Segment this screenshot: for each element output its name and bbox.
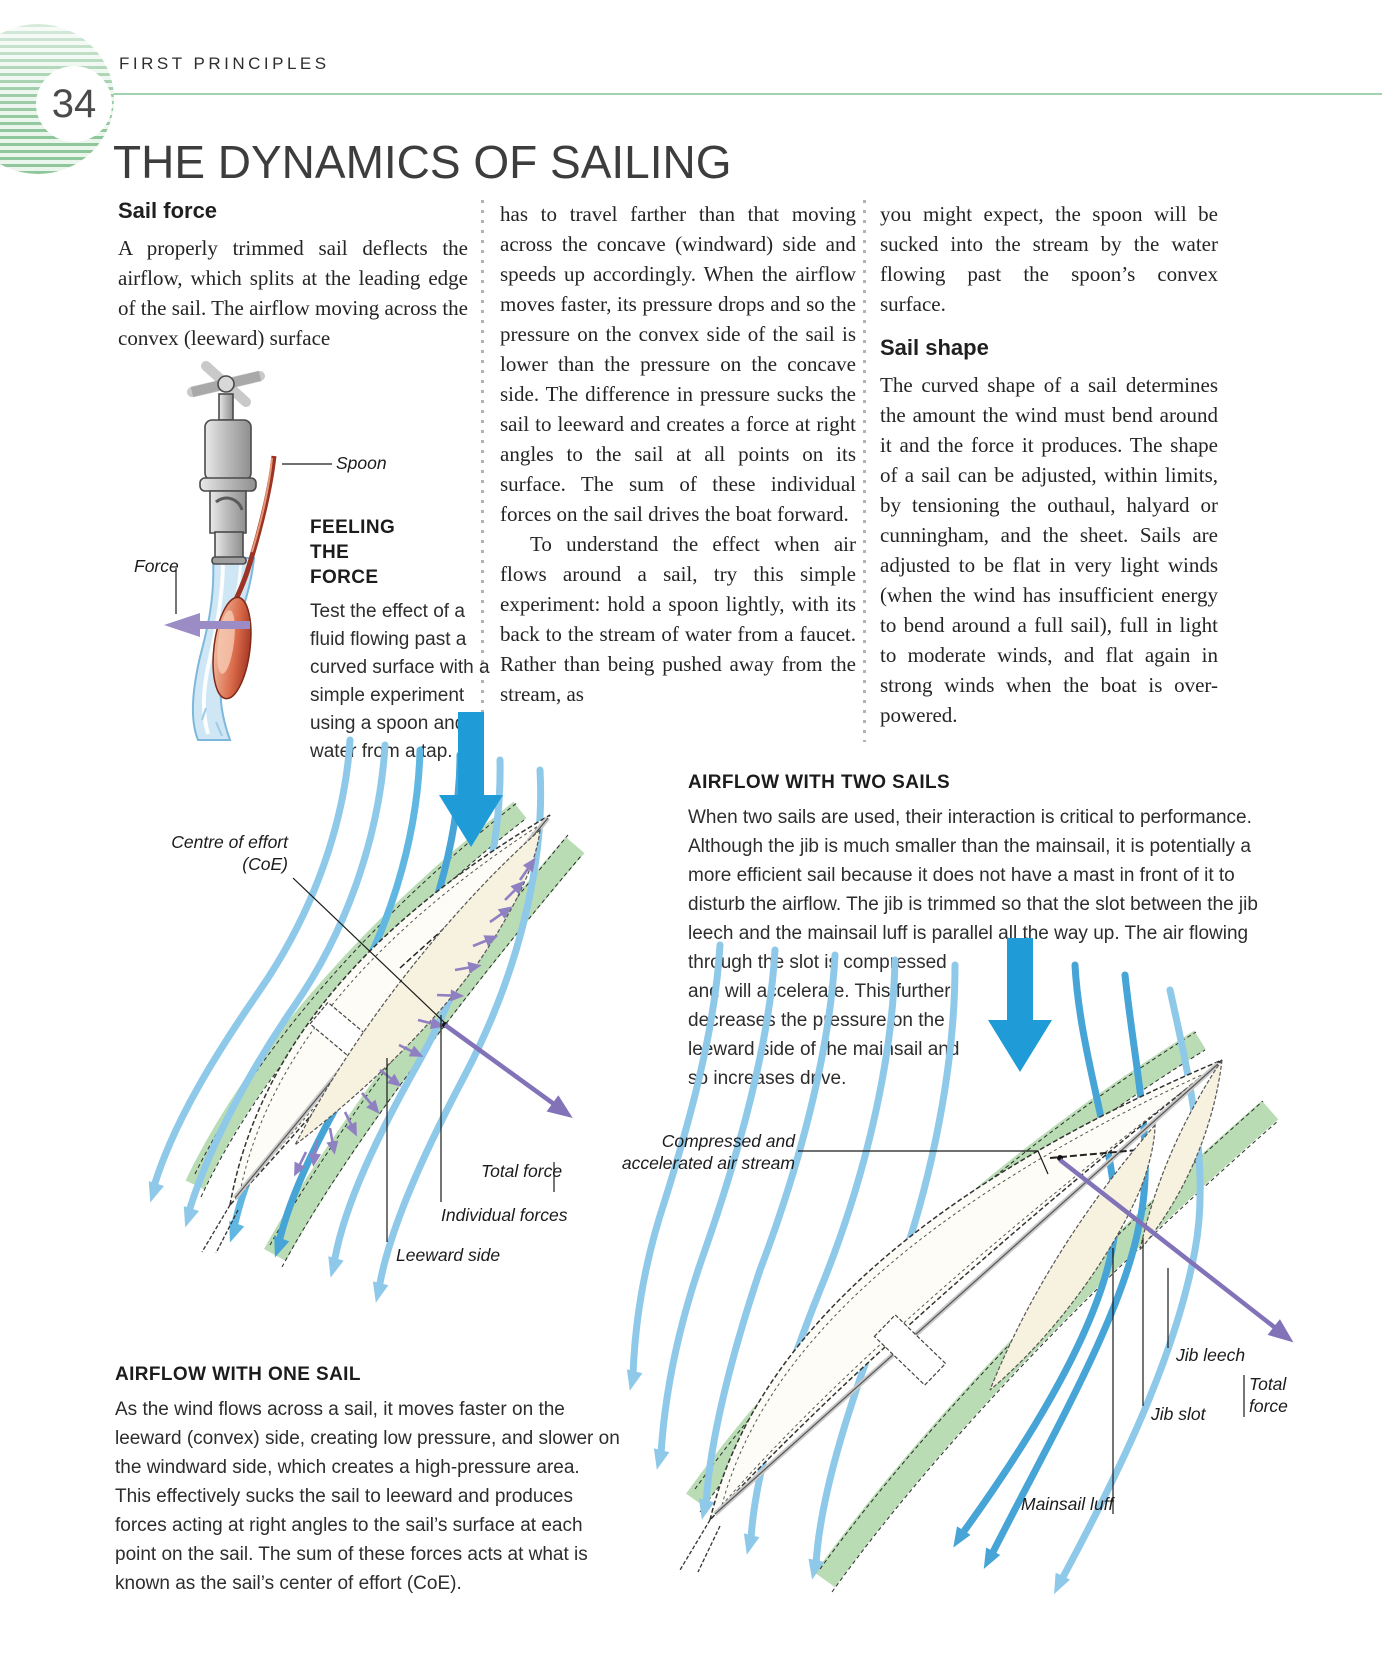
label-individual-forces: Individual forces — [441, 1205, 568, 1225]
individual-forces-arrows — [294, 857, 536, 1177]
column-sail-force: Sail force A properly trimmed sail defle… — [118, 196, 468, 353]
jib-sail — [1139, 1059, 1223, 1251]
column-divider — [863, 200, 866, 742]
label-total-force: Total force — [481, 1161, 563, 1181]
column-middle-para1: has to travel farther than that moving a… — [500, 202, 856, 526]
spoon-experiment-diagram — [164, 361, 332, 741]
sail-force-heading: Sail force — [118, 198, 218, 223]
page-number-badge: 34 — [36, 66, 112, 142]
column-middle-para2: To understand the effect when air flows … — [500, 532, 856, 706]
column-sail-shape: you might expect, the spoon will be suck… — [880, 199, 1218, 730]
label-spoon: Spoon — [336, 453, 387, 473]
label-leader-lines — [292, 877, 555, 1242]
section-eyebrow: FIRST PRINCIPLES — [119, 54, 330, 73]
one-sail-heading: AIRFLOW WITH ONE SAIL — [115, 1364, 361, 1385]
label-centre-of-effort: Centre of effort (CoE) — [171, 832, 288, 874]
one-sail-text-block: AIRFLOW WITH ONE SAIL As the wind flows … — [115, 1360, 620, 1598]
header-rule — [60, 93, 1382, 95]
label-leeward-side: Leeward side — [396, 1245, 501, 1265]
label-mainsail-luff: Mainsail luff — [1021, 1494, 1114, 1514]
two-sails-text-block: AIRFLOW WITH TWO SAILS When two sails ar… — [688, 768, 1288, 1103]
two-sails-heading: AIRFLOW WITH TWO SAILS — [688, 772, 951, 793]
column-middle: has to travel farther than that moving a… — [500, 199, 856, 709]
streamline-arrowheads — [148, 1181, 389, 1303]
total-force-arrow-icon — [442, 1022, 573, 1119]
one-sail-diagram — [148, 712, 585, 1303]
label-force: Force — [134, 556, 179, 576]
page-title: THE DYNAMICS OF SAILING — [113, 135, 732, 188]
label-total-force: Total force — [1249, 1374, 1288, 1416]
sail-force-body: A properly trimmed sail deflects the air… — [118, 236, 468, 350]
sail-shape-heading: Sail shape — [880, 335, 989, 360]
column-divider — [481, 200, 484, 742]
two-sails-diagram — [626, 938, 1294, 1595]
feeling-the-force-heading: FEELING THE FORCE — [310, 517, 396, 588]
sail-shape-body: The curved shape of a sail determines th… — [880, 373, 1218, 727]
force-arrow-icon — [164, 613, 250, 637]
label-jib-leech: Jib leech — [1176, 1345, 1246, 1365]
wind-arrow-icon — [988, 938, 1052, 1072]
sail-shape-intro: you might expect, the spoon will be suck… — [880, 202, 1218, 316]
two-sails-body: When two sails are used, their interacti… — [688, 803, 1288, 1093]
mainsail — [294, 828, 541, 1146]
label-jib-slot: Jib slot — [1151, 1404, 1206, 1424]
one-sail-body: As the wind flows across a sail, it move… — [115, 1399, 620, 1594]
page-number: 34 — [51, 81, 97, 126]
wind-arrow-icon — [439, 712, 503, 847]
mainsail — [989, 1123, 1156, 1391]
label-compressed-air-stream: Compressed and accelerated air stream — [621, 1131, 795, 1173]
faucet-icon — [187, 361, 265, 565]
two-sails-body-text: When two sails are used, their interacti… — [688, 807, 1258, 1089]
streamline-arrowheads — [626, 1369, 1071, 1595]
label-leader-lines — [798, 1150, 1245, 1514]
total-force-arrow-icon — [1058, 1158, 1294, 1343]
